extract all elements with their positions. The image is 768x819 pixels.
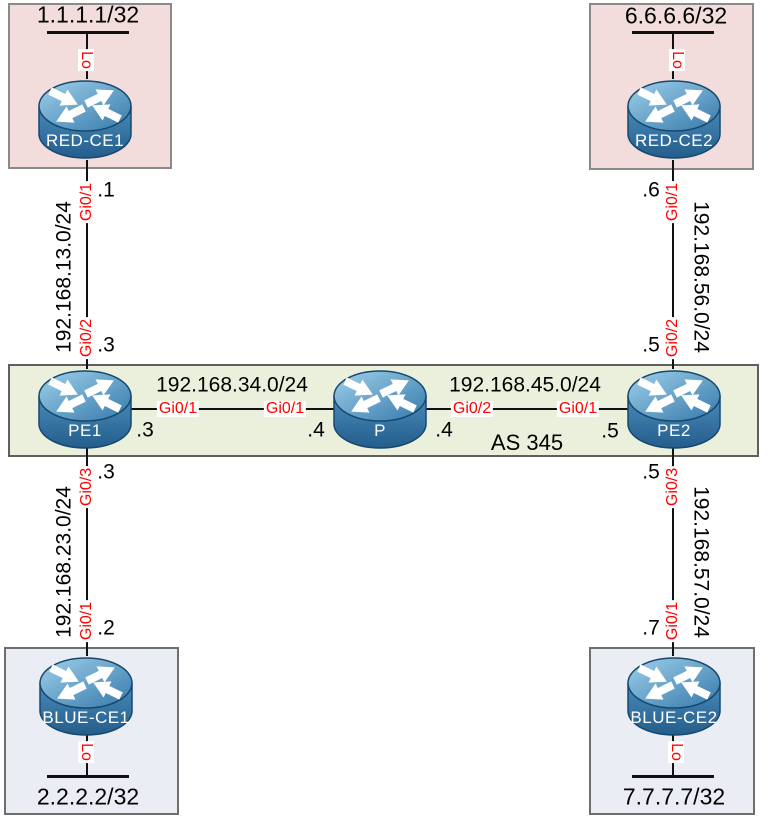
ip-octet-label: .5 [642, 333, 660, 357]
router-name: PE1 [68, 421, 102, 440]
loopback-network-blue-ce2: 7.7.7.7/32 [622, 783, 726, 810]
interface-label-gi0-1: Gi0/1 [664, 599, 681, 643]
interface-label-gi0-1: Gi0/1 [263, 400, 307, 417]
ip-octet-label: .2 [97, 616, 115, 640]
interface-label-gi0-2: Gi0/2 [664, 316, 681, 360]
lan-segment-bar [47, 31, 129, 34]
lan-segment-bar [47, 775, 129, 778]
as-number-label: AS 345 [490, 430, 564, 455]
interface-label-gi0-1: Gi0/1 [78, 599, 95, 643]
interface-label-gi0-3: Gi0/3 [664, 465, 681, 509]
subnet-label-192-168-57: 192.168.57.0/24 [689, 486, 713, 638]
ip-octet-label: .3 [136, 418, 154, 442]
ip-octet-label: .7 [642, 616, 660, 640]
link-line-pe2-blue-ce2 [672, 448, 674, 656]
router-name: BLUE-CE1 [42, 708, 130, 727]
interface-label-gi0-3: Gi0/3 [78, 465, 95, 509]
router-p: P [332, 368, 428, 452]
loopback-network-blue-ce1: 2.2.2.2/32 [36, 783, 140, 810]
subnet-label-192-168-56: 192.168.56.0/24 [689, 201, 713, 353]
ip-octet-label: .5 [601, 419, 619, 443]
ip-octet-label: .5 [642, 460, 660, 484]
loopback-network-red-ce1: 1.1.1.1/32 [36, 1, 140, 28]
ip-octet-label: .6 [642, 178, 660, 202]
subnet-label-192-168-45: 192.168.45.0/24 [449, 373, 601, 397]
ip-octet-label: .1 [97, 178, 115, 202]
subnet-label-192-168-23: 192.168.23.0/24 [52, 486, 76, 638]
ip-octet-label: .3 [97, 460, 115, 484]
link-line-red-ce2-pe2 [672, 160, 674, 369]
router-name: PE2 [657, 421, 691, 440]
router-name: RED-CE2 [634, 131, 714, 150]
router-pe1: PE1 [37, 368, 133, 452]
ip-octet-label: .3 [97, 333, 115, 357]
interface-label-gi0-1: Gi0/1 [556, 400, 600, 417]
router-red-ce2: RED-CE2 [626, 78, 722, 162]
interface-label-lo: Lo [78, 741, 95, 763]
ip-octet-label: .4 [307, 418, 325, 442]
interface-label-gi0-1: Gi0/1 [78, 180, 95, 224]
interface-label-gi0-2: Gi0/2 [450, 400, 494, 417]
router-blue-ce1: BLUE-CE1 [38, 655, 134, 739]
interface-label-lo: Lo [668, 741, 685, 763]
interface-label-gi0-1: Gi0/1 [664, 180, 681, 224]
router-blue-ce2: BLUE-CE2 [626, 655, 722, 739]
interface-label-lo: Lo [78, 49, 95, 71]
router-name: P [374, 421, 386, 440]
subnet-label-192-168-13: 192.168.13.0/24 [52, 201, 76, 353]
link-line-red-ce1-pe1 [86, 160, 88, 369]
loopback-network-red-ce2: 6.6.6.6/32 [624, 2, 728, 29]
link-line-pe1-blue-ce1 [86, 448, 88, 656]
router-name: BLUE-CE2 [630, 708, 718, 727]
subnet-label-192-168-34: 192.168.34.0/24 [156, 373, 308, 397]
interface-label-gi0-1: Gi0/1 [156, 400, 200, 417]
router-red-ce1: RED-CE1 [37, 78, 133, 162]
interface-label-lo: Lo [669, 49, 686, 71]
interface-label-gi0-2: Gi0/2 [78, 316, 95, 360]
router-pe2: PE2 [626, 368, 722, 452]
ip-octet-label: .4 [435, 418, 453, 442]
router-name: RED-CE1 [45, 131, 125, 150]
